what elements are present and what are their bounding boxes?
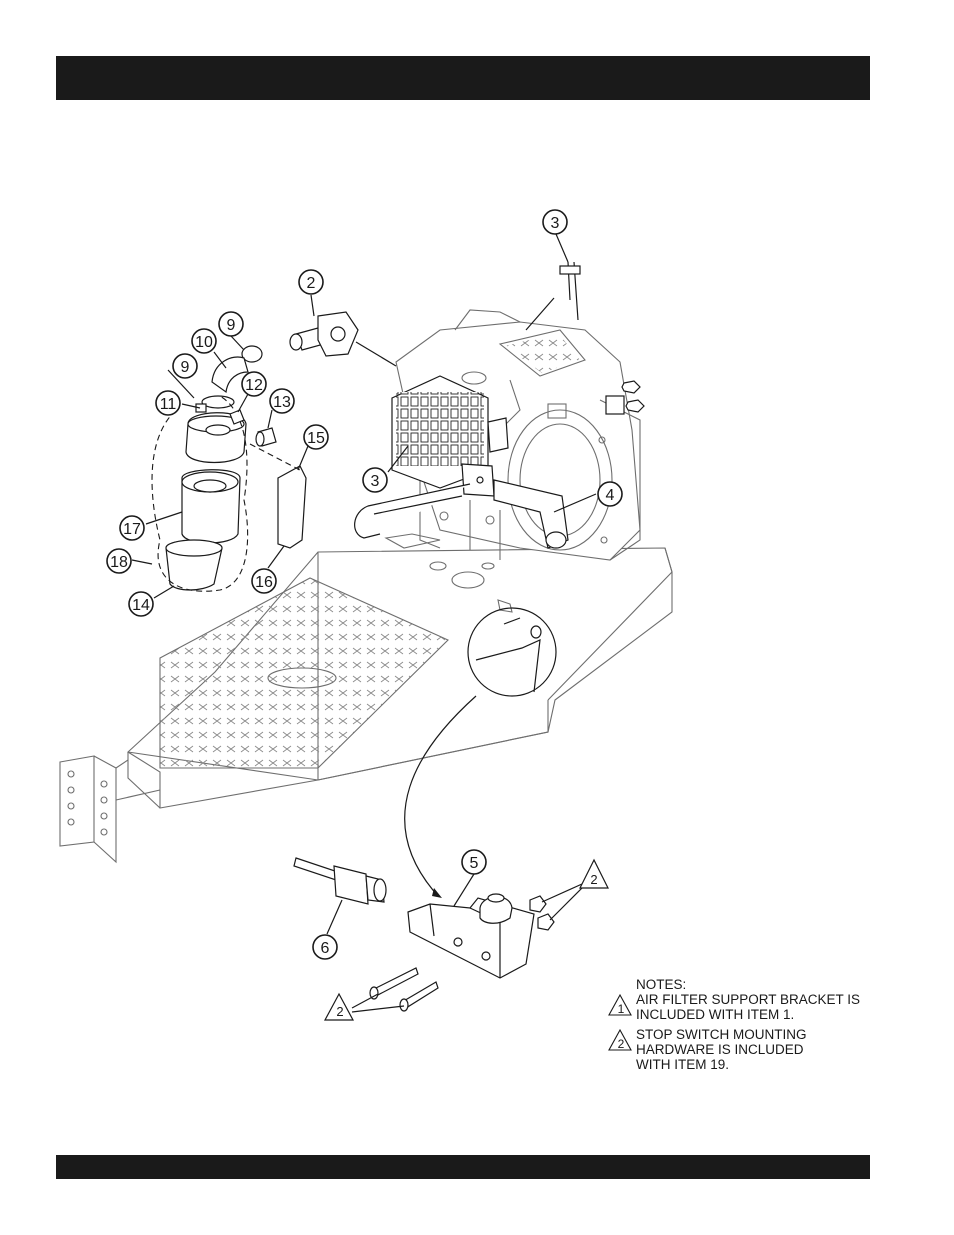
svg-text:16: 16 (255, 574, 273, 591)
callout-6: 6 (313, 935, 337, 959)
svg-text:9: 9 (227, 317, 236, 334)
callout-4: 4 (598, 482, 622, 506)
svg-text:11: 11 (160, 396, 177, 413)
svg-text:6: 6 (321, 940, 330, 957)
note-2-line-2: HARDWARE IS INCLUDED (636, 1042, 886, 1057)
svg-text:9: 9 (181, 359, 190, 376)
svg-text:3: 3 (371, 473, 380, 490)
callout-10: 10 (192, 329, 216, 353)
notes-heading: NOTES: (606, 977, 886, 992)
vacuum-indicator-13 (256, 428, 276, 446)
trailer-frame (60, 534, 672, 862)
callout-3-lower: 3 (363, 468, 387, 492)
note-flag-2-lower: 2 (325, 994, 353, 1020)
callout-2: 2 (299, 270, 323, 294)
notes-block: NOTES: 1 AIR FILTER SUPPORT BRACKET IS I… (606, 977, 886, 1072)
svg-text:2: 2 (590, 872, 597, 887)
mounting-screws (370, 968, 438, 1011)
note-1-line-2: INCLUDED WITH ITEM 1. (636, 1007, 886, 1022)
callout-9-upper: 9 (219, 312, 243, 336)
svg-text:13: 13 (273, 394, 291, 411)
note-marker-1: 1 (608, 994, 632, 1016)
callout-16: 16 (252, 569, 276, 593)
callout-3-top: 3 (543, 210, 567, 234)
svg-text:15: 15 (307, 430, 325, 447)
svg-text:14: 14 (132, 597, 150, 614)
note-2-line-1: STOP SWITCH MOUNTING (636, 1027, 886, 1042)
svg-text:2: 2 (307, 275, 316, 292)
note-1-line-1: AIR FILTER SUPPORT BRACKET IS (636, 992, 886, 1007)
svg-text:2: 2 (618, 1037, 625, 1051)
svg-text:12: 12 (245, 377, 263, 394)
note-item-2: 2 STOP SWITCH MOUNTING HARDWARE IS INCLU… (606, 1027, 886, 1072)
svg-text:18: 18 (110, 554, 128, 571)
note-2-line-3: WITH ITEM 19. (636, 1057, 886, 1072)
svg-text:10: 10 (195, 334, 213, 351)
support-bracket (278, 466, 306, 548)
svg-text:4: 4 (606, 487, 615, 504)
footer-bar (56, 1155, 870, 1179)
callout-14: 14 (129, 592, 153, 616)
callout-18: 18 (107, 549, 131, 573)
connector-plug (294, 858, 386, 904)
wire-harness (560, 262, 580, 320)
callout-13: 13 (270, 389, 294, 413)
callout-12: 12 (242, 372, 266, 396)
svg-text:1: 1 (618, 1002, 625, 1016)
svg-text:2: 2 (336, 1004, 343, 1019)
callout-15: 15 (304, 425, 328, 449)
note-flag-2-upper: 2 (580, 860, 608, 888)
callout-5: 5 (462, 850, 486, 874)
callout-11: 11 (156, 391, 180, 415)
callout-17: 17 (120, 516, 144, 540)
svg-text:5: 5 (470, 855, 479, 872)
hose-clamp-lower (202, 396, 234, 408)
pipe-elbow-2 (290, 312, 358, 356)
callout-9-lower: 9 (173, 354, 197, 378)
svg-text:3: 3 (551, 215, 560, 232)
stop-switch-detail (408, 894, 554, 978)
note-item-1: 1 AIR FILTER SUPPORT BRACKET IS INCLUDED… (606, 992, 886, 1022)
svg-text:17: 17 (123, 521, 141, 538)
leader-arrowhead (432, 888, 442, 898)
note-marker-2: 2 (608, 1029, 632, 1051)
assembly-guide-line (250, 444, 300, 470)
air-cleaner-assembly (152, 396, 248, 591)
